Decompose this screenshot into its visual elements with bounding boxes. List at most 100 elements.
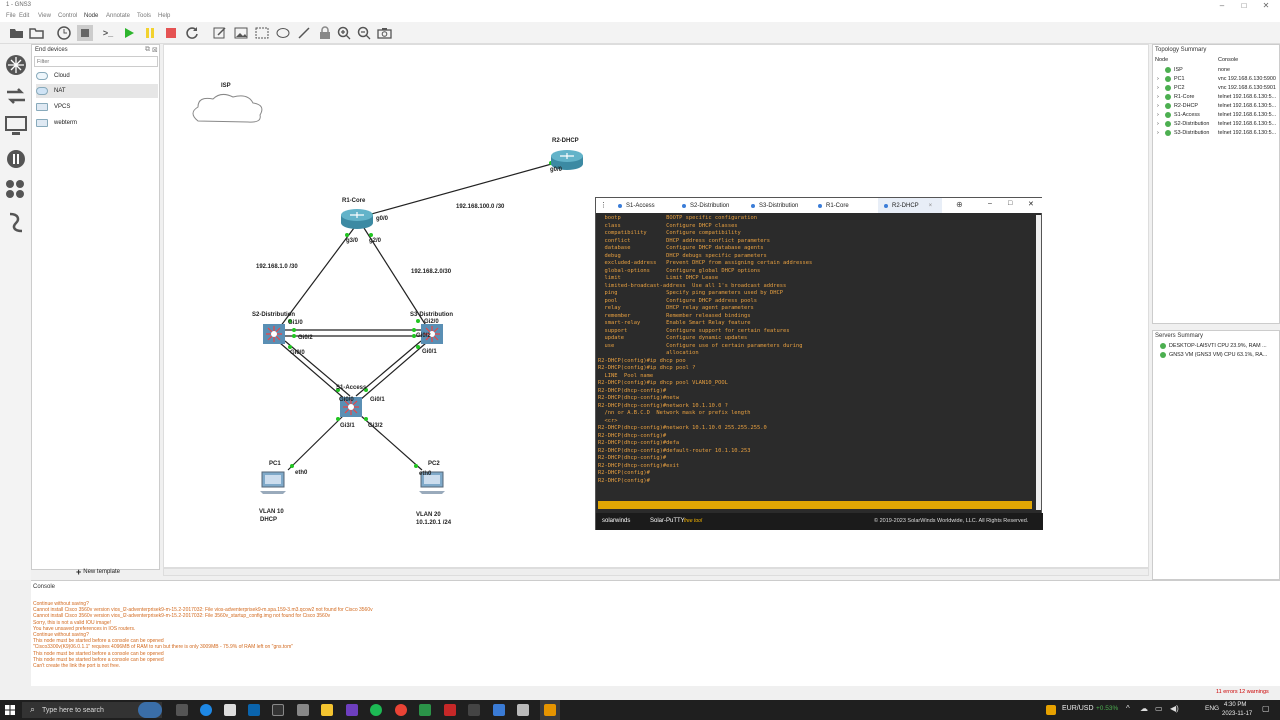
canvas-hscrollbar[interactable] bbox=[163, 568, 1149, 576]
history-icon[interactable] bbox=[56, 25, 72, 41]
widget-icon[interactable] bbox=[138, 702, 162, 718]
server-row[interactable]: GNS3 VM (GNS3 VM) CPU 63.1%, RA... bbox=[1157, 350, 1280, 359]
add-note-icon[interactable] bbox=[212, 25, 228, 41]
windows-start-icon[interactable] bbox=[5, 705, 15, 715]
terminal-close-icon[interactable]: ✕ bbox=[1028, 201, 1034, 208]
terminal-input-highlight[interactable] bbox=[598, 501, 1032, 509]
clock-time[interactable]: 4:30 PM bbox=[1224, 702, 1247, 708]
s3-switch-icon[interactable] bbox=[420, 323, 444, 345]
terminal-minimize-icon[interactable]: – bbox=[988, 200, 992, 207]
app-icon[interactable] bbox=[419, 704, 431, 716]
draw-rectangle-icon[interactable] bbox=[254, 25, 270, 41]
tab-close-icon[interactable]: × bbox=[928, 202, 933, 209]
spotify-icon[interactable] bbox=[370, 704, 382, 716]
panel-close-icon[interactable]: ⊠ bbox=[152, 47, 158, 54]
app-icon[interactable] bbox=[493, 704, 505, 716]
explorer-icon[interactable] bbox=[321, 704, 333, 716]
tab-r2-dhcp[interactable]: R2-DHCP× bbox=[878, 198, 942, 213]
obs-icon[interactable] bbox=[346, 704, 358, 716]
menu-file[interactable]: File bbox=[6, 13, 16, 19]
currency-pair[interactable]: EUR/USD bbox=[1062, 705, 1094, 712]
open-folder-icon[interactable] bbox=[8, 25, 24, 41]
expand-arrow-icon[interactable]: › bbox=[1157, 93, 1159, 100]
tab-s2-distribution[interactable]: S2-Distribution bbox=[682, 198, 729, 213]
add-tab-icon[interactable]: ⊕ bbox=[956, 200, 963, 209]
expand-arrow-icon[interactable]: › bbox=[1157, 120, 1159, 127]
console-all-icon[interactable]: >_ bbox=[102, 28, 114, 38]
terminal-maximize-icon[interactable]: □ bbox=[1008, 200, 1013, 207]
tray-chevron-icon[interactable]: ^ bbox=[1126, 704, 1130, 713]
reload-all-icon[interactable] bbox=[184, 25, 200, 41]
menu-view[interactable]: View bbox=[38, 13, 51, 19]
task-view-icon[interactable] bbox=[176, 704, 188, 716]
terminal-output[interactable]: bootp BOOTP specific configuration class… bbox=[598, 215, 1034, 508]
terminal-scrollbar[interactable] bbox=[1036, 215, 1041, 510]
menu-node[interactable]: Node bbox=[84, 13, 99, 19]
outlook-icon[interactable] bbox=[248, 704, 260, 716]
draw-ellipse-icon[interactable] bbox=[275, 25, 291, 41]
snapshot-icon[interactable] bbox=[77, 25, 93, 41]
all-devices-icon[interactable] bbox=[4, 177, 27, 200]
menu-control[interactable]: Control bbox=[58, 13, 78, 19]
new-template-button[interactable]: + New template bbox=[76, 567, 120, 577]
suspend-all-icon[interactable] bbox=[142, 25, 158, 41]
expand-arrow-icon[interactable]: › bbox=[1157, 111, 1159, 118]
pc1-icon[interactable] bbox=[260, 471, 288, 495]
menu-annotate[interactable]: Annotate bbox=[106, 13, 131, 19]
taskbar-search[interactable]: Type here to search bbox=[22, 702, 162, 718]
device-item-webterm[interactable]: webterm bbox=[36, 116, 77, 130]
expand-arrow-icon[interactable]: › bbox=[1157, 102, 1159, 109]
device-item-vpcs[interactable]: VPCS bbox=[36, 100, 70, 114]
expand-arrow-icon[interactable]: › bbox=[1157, 129, 1159, 136]
language-indicator[interactable]: ENG bbox=[1205, 705, 1220, 712]
tab-r1-core[interactable]: R1-Core bbox=[818, 198, 849, 213]
panel-float-icon[interactable]: ⧉ bbox=[145, 46, 150, 53]
insert-picture-icon[interactable] bbox=[233, 25, 249, 41]
error-status[interactable]: 11 errors 12 warnings bbox=[1216, 689, 1269, 695]
switches-icon[interactable] bbox=[4, 84, 27, 107]
isp-cloud-icon[interactable] bbox=[188, 91, 268, 127]
r1-router-icon[interactable] bbox=[340, 208, 374, 230]
close-button[interactable]: ✕ bbox=[1262, 1, 1270, 10]
pc2-icon[interactable] bbox=[419, 471, 447, 495]
network-icon[interactable]: ▭ bbox=[1155, 704, 1163, 713]
security-devices-icon[interactable] bbox=[4, 147, 27, 170]
menu-help[interactable]: Help bbox=[158, 13, 171, 19]
app-icon[interactable] bbox=[517, 704, 529, 716]
lock-icon[interactable] bbox=[317, 25, 333, 41]
edge-icon[interactable] bbox=[200, 704, 212, 716]
store-icon[interactable] bbox=[224, 704, 236, 716]
add-link-icon[interactable] bbox=[4, 210, 27, 233]
stop-all-icon[interactable] bbox=[163, 25, 179, 41]
zoom-out-icon[interactable] bbox=[356, 25, 372, 41]
device-item-cloud[interactable]: Cloud bbox=[36, 69, 70, 83]
device-item-nat[interactable]: NAT bbox=[36, 84, 158, 98]
s1-switch-icon[interactable] bbox=[339, 396, 363, 418]
gns3-taskbar-button[interactable] bbox=[540, 700, 560, 720]
screenshot-icon[interactable] bbox=[376, 25, 392, 41]
volume-icon[interactable]: ◀) bbox=[1170, 704, 1179, 713]
kebab-menu-icon[interactable]: ⋮ bbox=[600, 202, 607, 209]
end-devices-icon[interactable] bbox=[4, 114, 27, 137]
server-row[interactable]: DESKTOP-LAI5VTI CPU 23.9%, RAM ... bbox=[1157, 341, 1280, 350]
menu-edit[interactable]: Edit bbox=[19, 13, 30, 19]
minimize-button[interactable]: – bbox=[1219, 1, 1225, 10]
s2-switch-icon[interactable] bbox=[262, 323, 286, 345]
cloud-tray-icon[interactable]: ☁ bbox=[1140, 704, 1148, 713]
maximize-button[interactable]: □ bbox=[1241, 1, 1247, 10]
device-filter-input[interactable] bbox=[34, 56, 158, 67]
tab-s1-access[interactable]: S1-Access bbox=[618, 198, 655, 213]
routers-icon[interactable] bbox=[4, 53, 27, 76]
open-project-icon[interactable] bbox=[28, 25, 44, 41]
expand-arrow-icon[interactable]: › bbox=[1157, 84, 1159, 91]
r2-router-icon[interactable] bbox=[550, 149, 584, 171]
menu-tools[interactable]: Tools bbox=[137, 13, 152, 19]
expand-arrow-icon[interactable]: › bbox=[1157, 75, 1159, 82]
tab-s3-distribution[interactable]: S3-Distribution bbox=[751, 198, 798, 213]
zoom-in-icon[interactable] bbox=[336, 25, 352, 41]
